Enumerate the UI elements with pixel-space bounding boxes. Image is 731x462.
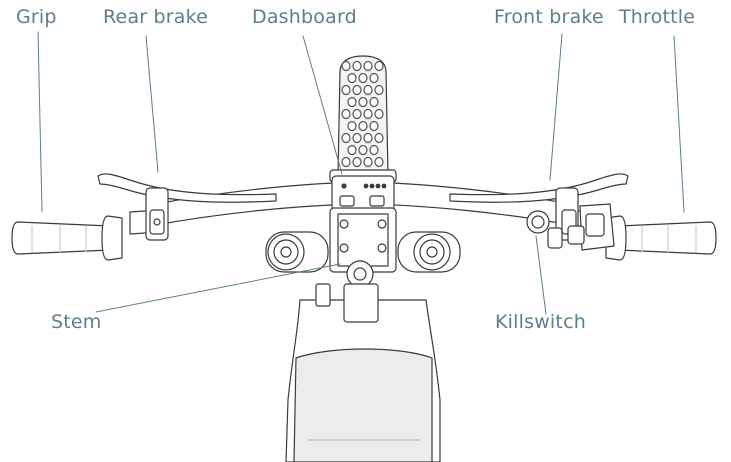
tyre-knob <box>370 146 378 155</box>
label-rear-brake: Rear brake <box>103 6 209 28</box>
tyre-knob <box>353 158 361 167</box>
tyre-knob <box>364 158 372 167</box>
label-throttle: Throttle <box>619 6 696 28</box>
label-stem: Stem <box>51 311 102 333</box>
tyre-knob <box>342 158 350 167</box>
tyre-knob <box>364 62 372 71</box>
tyre-knob <box>364 134 372 143</box>
killswitch-leader <box>536 236 546 314</box>
tyre-knob <box>353 110 361 119</box>
tyre-knobs <box>342 62 383 167</box>
tyre-knob <box>364 110 372 119</box>
dashboard-leader <box>303 36 342 174</box>
tyre-knob <box>348 98 356 107</box>
killswitch-button <box>527 211 562 248</box>
tyre-knob <box>375 62 383 71</box>
label-grip: Grip <box>16 6 57 28</box>
front-brake-leader <box>550 34 562 180</box>
tyre-knob <box>348 74 356 83</box>
leader-lines <box>38 32 684 314</box>
tyre-knob <box>348 122 356 131</box>
right-light-pod <box>398 232 460 272</box>
tyre-knob <box>370 122 378 131</box>
right-grip <box>606 216 716 260</box>
rear-brake-lever <box>98 174 276 240</box>
tyre-knob <box>364 86 372 95</box>
label-front-brake: Front brake <box>494 6 604 28</box>
label-dashboard: Dashboard <box>252 6 357 28</box>
stem <box>316 208 396 322</box>
tyre-knob <box>342 110 350 119</box>
tyre-knob <box>342 86 350 95</box>
tyre-knob <box>353 62 361 71</box>
tyre-knob <box>370 74 378 83</box>
left-grip <box>12 216 122 260</box>
left-light-pod <box>266 232 328 272</box>
tyre-knob <box>348 146 356 155</box>
frame-body <box>286 300 440 462</box>
tyre-knob <box>342 62 350 71</box>
throttle-housing <box>568 204 614 250</box>
tyre-knob <box>359 98 367 107</box>
grip-leader <box>38 32 42 212</box>
tyre-knob <box>359 122 367 131</box>
throttle-leader <box>674 36 684 212</box>
front-tyre <box>338 56 388 175</box>
tyre-knob <box>375 86 383 95</box>
tyre-knob <box>375 158 383 167</box>
dashboard-unit <box>332 176 394 210</box>
tyre-knob <box>359 146 367 155</box>
stem-leader <box>96 264 340 312</box>
tyre-knob <box>375 134 383 143</box>
tyre-knob <box>370 98 378 107</box>
tyre-knob <box>353 134 361 143</box>
tyre-knob <box>342 134 350 143</box>
tyre-knob <box>359 74 367 83</box>
tyre-knob <box>353 86 361 95</box>
label-killswitch: Killswitch <box>495 311 586 333</box>
tyre-knob <box>375 110 383 119</box>
rear-brake-leader <box>146 36 158 172</box>
